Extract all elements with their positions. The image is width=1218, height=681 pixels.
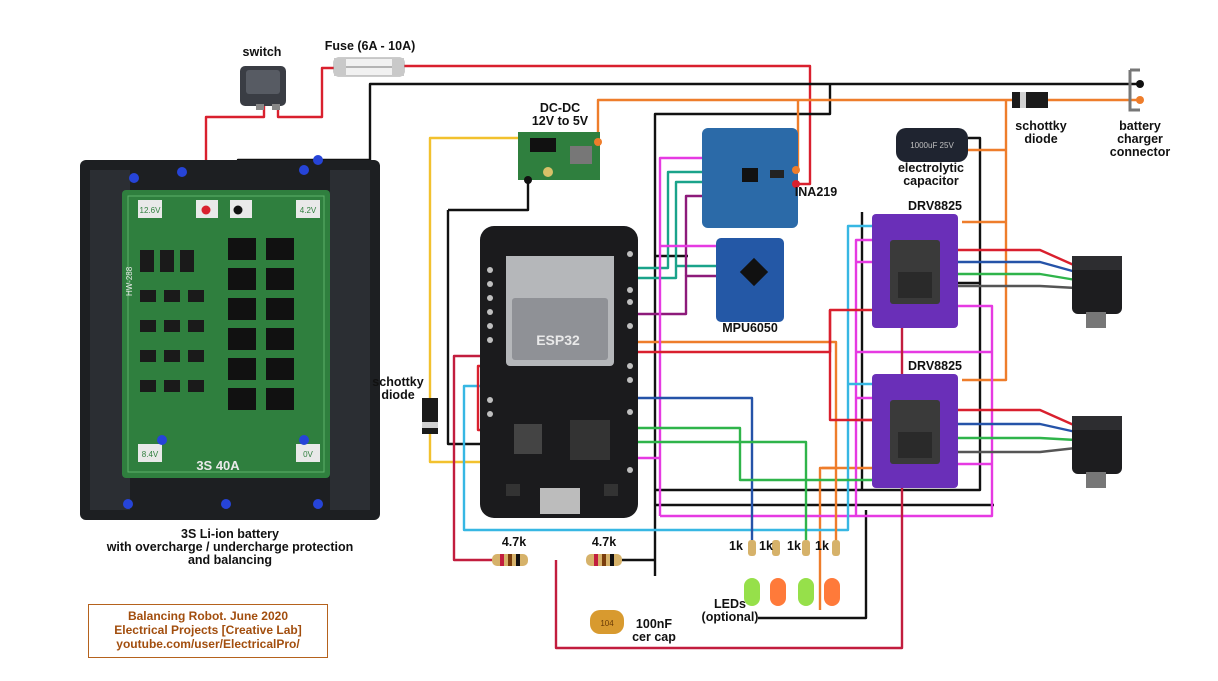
dcdc-converter (518, 132, 602, 184)
bms-board (122, 190, 330, 478)
wire-red-switch-fuse (276, 66, 336, 119)
wire-black-cap (862, 136, 982, 492)
drv8825-board-2 (872, 374, 958, 488)
power-switch (240, 66, 286, 110)
drv8825-board-1 (872, 214, 958, 328)
pad-0v (296, 444, 320, 462)
stepper-motor-2 (1072, 416, 1122, 488)
wire-yellow-5v (428, 136, 518, 464)
led-resistor-label-1: 1k (729, 539, 743, 553)
wire-motor2-blue (952, 422, 1077, 434)
ceramic-capacitor: 104 (590, 610, 624, 634)
mpu6050-label: MPU6050 (722, 321, 778, 335)
credit-line-3: youtube.com/user/ElectricalPro/ (116, 637, 300, 651)
wire-green-1 (632, 426, 878, 482)
pad-42v (296, 200, 320, 218)
wire-motor1-gray (952, 284, 1077, 290)
bms-model: HW-288 (125, 266, 134, 296)
dcdc-label: DC-DC 12V to 5V (531, 101, 589, 128)
mosfets (228, 238, 294, 410)
battery-connector-label: battery charger connector (1109, 119, 1171, 159)
leds-label: LEDs (optional) (701, 597, 759, 624)
drv2-label: DRV8825 (908, 359, 962, 373)
charger-connector (1128, 68, 1144, 112)
credit-line-2: Electrical Projects [Creative Lab] (114, 623, 302, 637)
battery-label: 3S Li-ion battery with overcharge / unde… (106, 527, 354, 567)
wire-black-dcdc (448, 182, 530, 212)
resistor-2-label: 4.7k (591, 535, 617, 549)
bms-rating: 3S 40A (196, 458, 240, 473)
wire-red-6 (828, 310, 878, 422)
wire-cyan-1 (462, 224, 878, 532)
wire-red-3 (452, 354, 492, 562)
credit-box: Balancing Robot. June 2020 Electrical Pr… (88, 604, 328, 658)
wire-blue-1 (632, 396, 754, 540)
bms-negative-terminal (233, 205, 243, 215)
wire-black-esp-gnd (446, 210, 490, 446)
led-resistor-label-2: 1k (759, 539, 773, 553)
esp32-label: ESP32 (536, 332, 580, 348)
schottky-diode-top (1012, 92, 1048, 108)
drv1-label: DRV8825 (908, 199, 962, 213)
electrolytic-label: electrolytic capacitor (897, 161, 964, 188)
led-resistors (748, 540, 840, 556)
wire-magenta-1 (658, 156, 714, 516)
wire-green-2 (632, 440, 808, 540)
esp32-pins-right (627, 251, 633, 473)
fuse-label: Fuse (6A - 10A) (324, 39, 416, 53)
wire-red-fuse-ina (404, 64, 812, 186)
wire-purple-1 (632, 274, 726, 316)
resistor-47k-2 (586, 554, 622, 566)
led-resistor-label-3: 1k (787, 539, 801, 553)
wire-teal-1 (632, 170, 714, 270)
ina219-board (702, 128, 800, 228)
ina219-label: INA219 (794, 185, 838, 199)
electrolytic-capacitor: 1000uF 25V (896, 128, 968, 162)
resistor-47k-1 (492, 554, 528, 566)
schottky-top-label: schottky diode (1015, 119, 1067, 146)
wire-motor1-red (952, 248, 1077, 268)
pad-126v (138, 200, 162, 218)
ceramic-cap-label: 100nF cer cap (632, 617, 676, 644)
cap-rating: 1000uF 25V (910, 141, 954, 150)
bms-label-84v: 8.4V (142, 450, 159, 459)
wire-orange-rail-3 (962, 100, 1008, 382)
bms-label-0v: 0V (303, 450, 313, 459)
fuse (333, 57, 405, 77)
schottky-diode-left (422, 398, 438, 434)
schottky-left-label: schottky diode (372, 375, 424, 402)
battery-pack: 12.6V 4.2V 8.4V 0V 3S 40A HW-288 (80, 155, 380, 520)
credit-line-1: Balancing Robot. June 2020 (127, 609, 289, 623)
wire-teal-2 (632, 180, 714, 280)
ceramic-code: 104 (600, 619, 614, 628)
mpu6050-board (716, 238, 784, 322)
wire-black-leds (758, 510, 868, 620)
resistor-1-label: 4.7k (501, 535, 527, 549)
wire-orange-rail-2 (596, 98, 1012, 140)
bms-label-42v: 4.2V (300, 206, 317, 215)
switch-label: switch (242, 45, 282, 59)
pad-84v (138, 444, 162, 462)
bms-tap-dots (123, 155, 323, 509)
wire-motor1-green (952, 272, 1077, 282)
wire-motor2-gray (952, 446, 1077, 454)
stepper-motor-1 (1072, 256, 1122, 328)
esp32-pins-left (487, 267, 493, 417)
wire-motor2-red (952, 408, 1077, 428)
bms-label-126v: 12.6V (140, 206, 162, 215)
esp32-board (480, 226, 638, 518)
led-resistor-label-4: 1k (815, 539, 829, 553)
wire-motor2-green (952, 436, 1077, 442)
bms-positive-terminal (201, 205, 211, 215)
leds (744, 578, 840, 606)
wire-motor1-blue (952, 260, 1077, 274)
wire-magenta-5 (854, 238, 878, 516)
